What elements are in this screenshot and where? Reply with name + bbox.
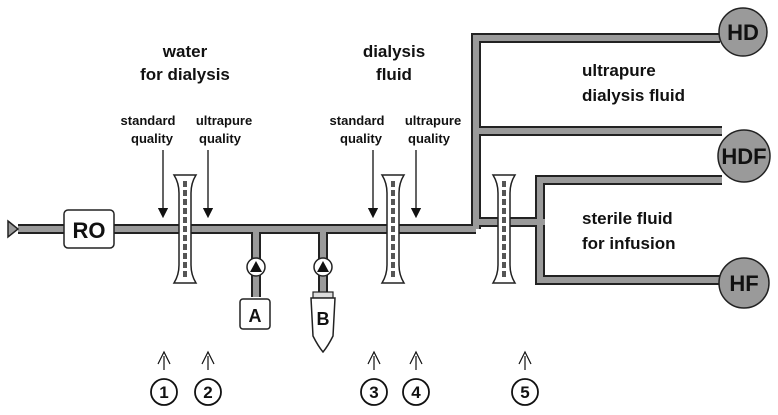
sterile-fluid-line2: for infusion [582,234,675,253]
ultrapure-quality-2-line2: quality [408,131,451,146]
pump-b-icon [313,257,333,277]
standard-quality-2-line1: standard [330,113,385,128]
standard-quality-2-line2: quality [340,131,383,146]
concentrate-b-label: B [317,309,330,329]
standard-quality-1-line1: standard [121,113,176,128]
sampling-number: 1 [159,383,168,402]
pump-a-icon [246,257,266,277]
sampling-number: 5 [520,383,529,402]
concentrate-a-label: A [249,306,262,326]
quality-pointers [157,150,422,219]
hdf-terminal: HDF [717,129,771,183]
sampling-number: 4 [411,383,421,402]
ultrapure-quality-1-line1: ultrapure [196,113,252,128]
hdf-label: HDF [721,144,766,169]
concentrate-b: B [310,291,336,354]
dialysis-title-line2: fluid [376,65,412,84]
ro-unit: RO [63,209,115,249]
water-title-line1: water [162,42,208,61]
concentrate-a: A [239,298,271,330]
sampling-number: 2 [203,383,212,402]
ultrapure-fluid-line1: ultrapure [582,61,656,80]
hf-terminal: HF [718,257,770,309]
water-title-line2: for dialysis [140,65,230,84]
filter-1 [172,174,198,284]
sampling-point-3: 3 [360,350,388,406]
sampling-point-2: 2 [194,350,222,406]
hf-label: HF [729,271,758,296]
ultrapure-fluid-line2: dialysis fluid [582,86,685,105]
pipe-network [18,33,722,297]
hd-terminal: HD [718,7,768,57]
ultrapure-quality-2-line1: ultrapure [405,113,461,128]
filter-2 [380,174,406,284]
sampling-number: 3 [369,383,378,402]
sterile-fluid-line1: sterile fluid [582,209,673,228]
inlet-arrow-icon [7,219,20,239]
standard-quality-1-line2: quality [131,131,174,146]
ro-label: RO [73,218,106,243]
sampling-point-4: 4 [402,350,430,406]
sampling-point-1: 1 [150,350,178,406]
hd-label: HD [727,20,759,45]
dialysis-title-line1: dialysis [363,42,425,61]
sampling-point-5: 5 [511,350,539,406]
filter-3 [491,174,517,284]
ultrapure-quality-1-line2: quality [199,131,242,146]
